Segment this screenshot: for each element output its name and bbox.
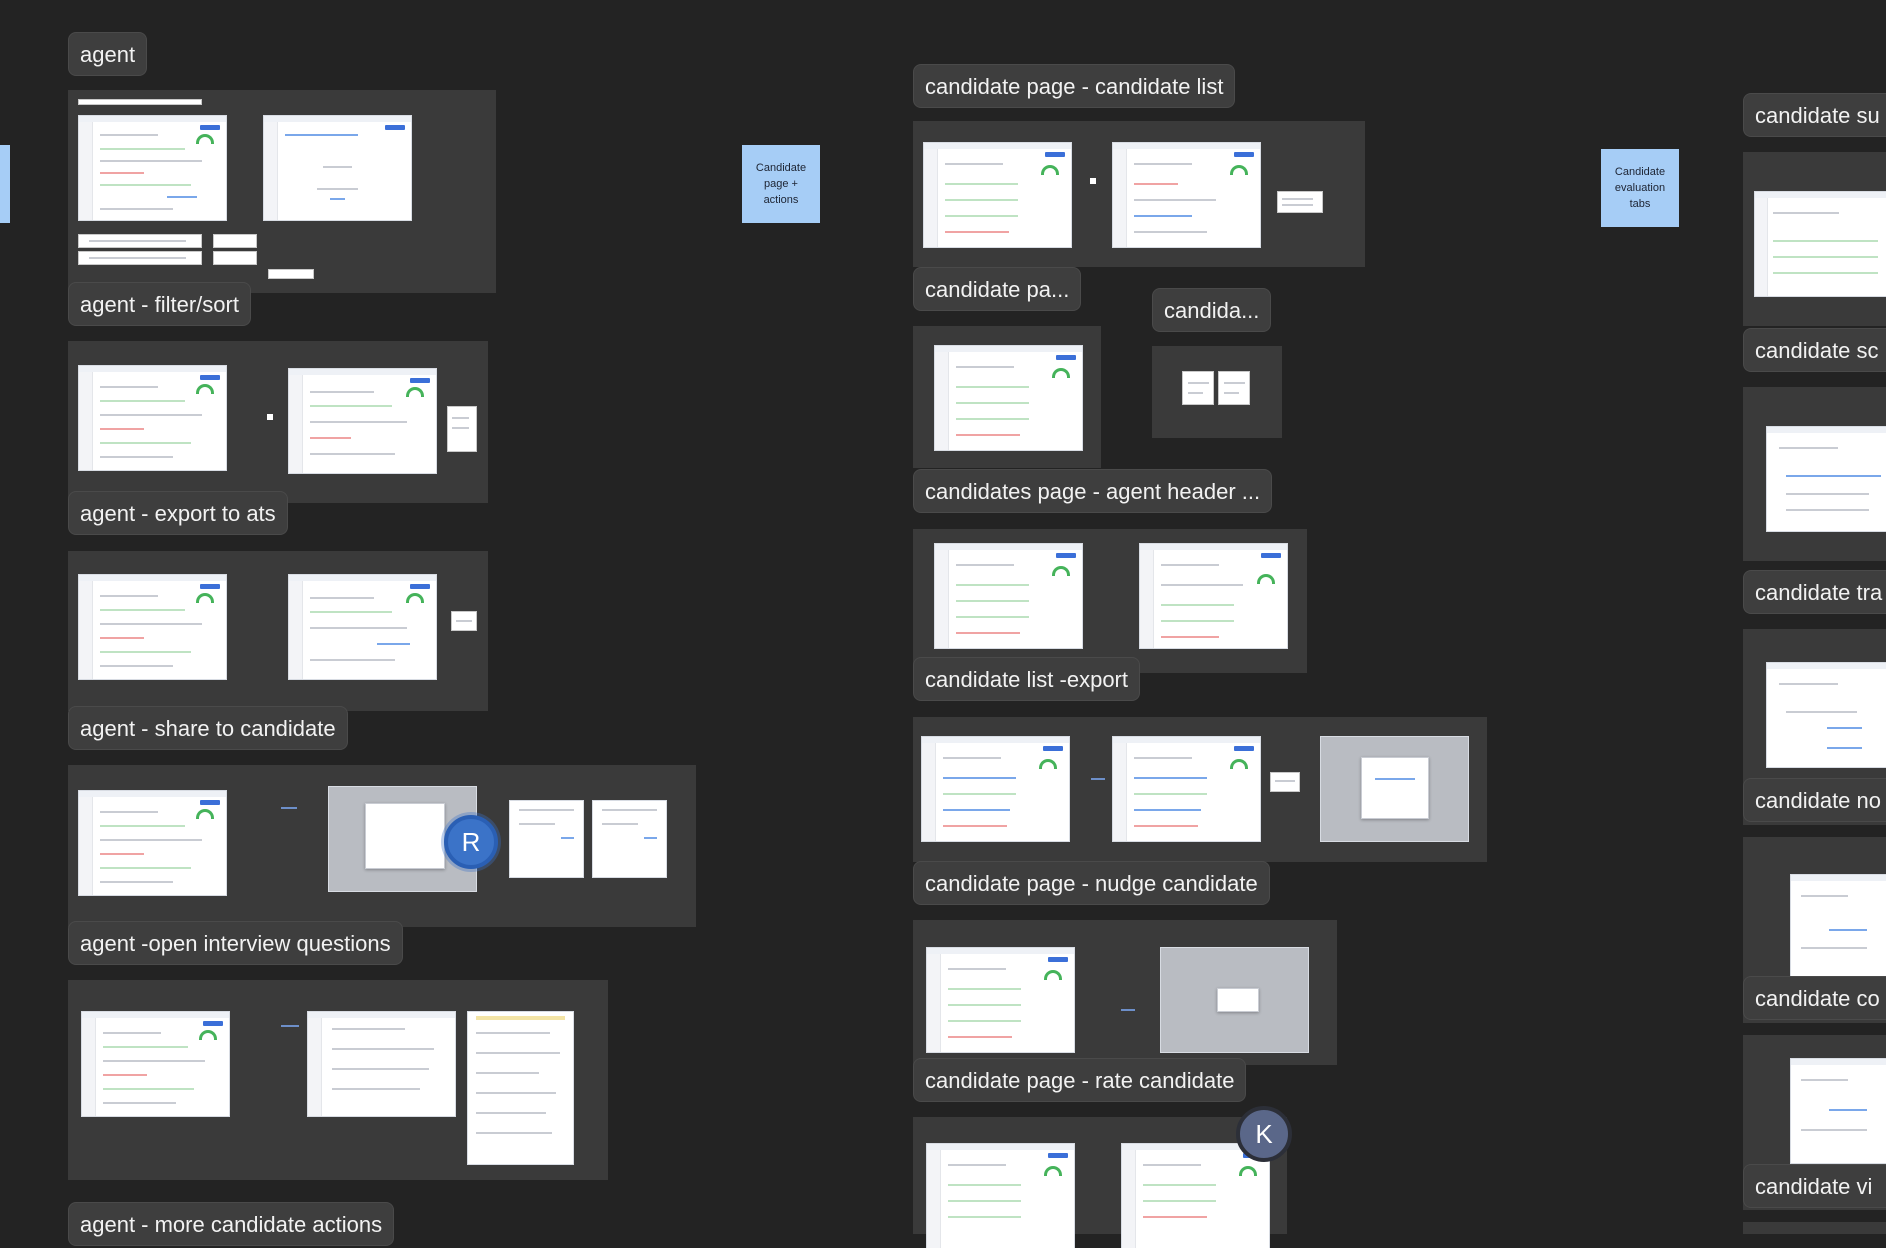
screen-thumbnail[interactable] [935,544,1082,648]
sticky-note-eval-tabs[interactable]: Candidate evaluation tabs [1601,149,1679,227]
screen-thumbnail[interactable] [214,235,256,247]
screen-thumbnail[interactable] [927,1144,1074,1248]
frame-agent-interview[interactable] [68,765,696,927]
frame-agent-share[interactable] [68,551,488,711]
collaborator-avatar[interactable]: R [444,815,498,869]
section-label-agent-share[interactable]: agent - share to candidate [68,706,348,750]
section-label-candidate-tra[interactable]: candidate tra [1743,570,1886,614]
screen-thumbnail[interactable] [452,612,476,630]
frame-agent-more-actions[interactable] [68,980,608,1180]
screen-thumbnail[interactable] [1791,875,1886,979]
section-label-agent[interactable]: agent [68,32,148,76]
screen-thumbnail[interactable] [1183,372,1213,404]
screen-thumbnail[interactable] [593,801,666,877]
screen-thumbnail[interactable] [214,252,256,264]
screen-thumbnail[interactable] [79,235,201,247]
frame-candidate-list[interactable] [913,121,1365,267]
section-label-candidate-no[interactable]: candidate no [1743,778,1886,822]
frame-candidate-pa[interactable] [913,326,1101,468]
screen-thumbnail[interactable] [1271,773,1299,791]
section-label-candidate-su[interactable]: candidate su [1743,93,1886,137]
frame-next[interactable] [913,1117,1287,1248]
screen-thumbnail[interactable] [1122,1144,1269,1248]
screen-thumbnail[interactable] [1278,192,1322,212]
screen-thumbnail[interactable] [308,1012,455,1116]
screen-thumbnail[interactable] [1767,427,1886,531]
section-label-rate[interactable]: candidate page - rate candidate [913,1058,1247,1102]
section-label-agent-export-ats[interactable]: agent - export to ats [68,491,288,535]
frame-candida[interactable] [1152,346,1282,438]
screen-thumbnail[interactable] [1767,663,1886,767]
screen-thumbnail[interactable] [935,346,1082,450]
frame-agent-filter-sort[interactable] [68,90,496,293]
screen-thumbnail[interactable] [1161,948,1308,1052]
screen-thumbnail[interactable] [448,407,476,451]
screen-thumbnail[interactable] [82,1012,229,1116]
screen-thumbnail[interactable] [1219,372,1249,404]
screen-thumbnail[interactable] [79,575,226,679]
screen-thumbnail[interactable] [79,366,226,470]
screen-thumbnail[interactable] [927,948,1074,1052]
section-label-candidate-pa[interactable]: candidate pa... [913,267,1082,311]
screen-thumbnail[interactable] [269,270,313,278]
section-label-candidate-vi[interactable]: candidate vi [1743,1164,1886,1208]
screen-thumbnail[interactable] [79,791,226,895]
sticky-note-page-actions[interactable]: Candidate page + actions [742,145,820,223]
frame-agent-export-ats[interactable] [68,341,488,503]
section-label-agent-more-actions[interactable]: agent - more candidate actions [68,1202,395,1246]
section-label-candida[interactable]: candida... [1152,288,1272,332]
screen-thumbnail[interactable] [1113,143,1260,247]
screen-thumbnail[interactable] [264,116,411,220]
frame-candidate-vi[interactable] [1743,1222,1886,1234]
screen-thumbnail[interactable] [922,737,1069,841]
frame-nudge[interactable] [913,717,1487,862]
frame-rate[interactable] [913,920,1337,1065]
screen-thumbnail[interactable] [79,116,226,220]
screen-thumbnail[interactable] [1140,544,1287,648]
frame-list-export[interactable] [913,529,1307,673]
screen-thumbnail[interactable] [1321,737,1468,841]
frame-candidate-sc[interactable] [1743,387,1886,561]
section-label-agent-header[interactable]: candidates page - agent header ... [913,469,1273,513]
screen-thumbnail[interactable] [510,801,583,877]
screen-thumbnail[interactable] [289,369,436,473]
screen-thumbnail[interactable] [1113,737,1260,841]
screen-thumbnail[interactable] [924,143,1071,247]
screen-thumbnail[interactable] [1791,1059,1886,1163]
screen-thumbnail[interactable] [289,575,436,679]
frame-candidate-su[interactable] [1743,152,1886,326]
sticky-note-edge[interactable] [0,145,10,223]
collaborator-avatar[interactable]: K [1236,1106,1292,1162]
section-label-candidate-list[interactable]: candidate page - candidate list [913,64,1236,108]
screen-thumbnail[interactable] [79,252,201,264]
section-label-list-export[interactable]: candidate list -export [913,657,1140,701]
section-label-agent-filter-sort[interactable]: agent - filter/sort [68,282,251,326]
screen-thumbnail[interactable] [1755,192,1886,296]
section-label-nudge[interactable]: candidate page - nudge candidate [913,861,1270,905]
section-label-candidate-co[interactable]: candidate co [1743,976,1886,1020]
section-label-candidate-sc[interactable]: candidate sc [1743,328,1886,372]
section-label-agent-interview[interactable]: agent -open interview questions [68,921,403,965]
screen-thumbnail[interactable] [468,1012,573,1164]
screen-thumbnail[interactable] [79,100,201,104]
